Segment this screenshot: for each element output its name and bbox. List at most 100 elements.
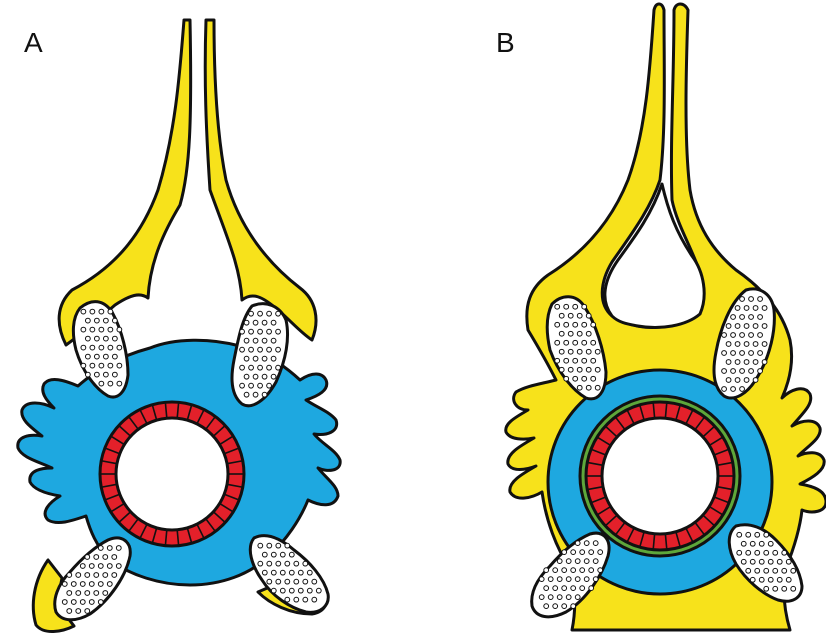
cartilage-dot (749, 351, 754, 356)
cartilage-dot (750, 577, 755, 582)
cartilage-dot (755, 532, 760, 537)
cartilage-dot (244, 320, 249, 325)
cartilage-dot (764, 586, 769, 591)
cartilage-dot (267, 365, 272, 370)
cartilage-dot (62, 600, 67, 605)
panel-a-dorsal-process-right (205, 20, 316, 340)
cartilage-dot (294, 597, 299, 602)
cartilage-dot (253, 374, 258, 379)
cartilage-dot (276, 347, 281, 352)
cartilage-dot (750, 559, 755, 564)
cartilage-dot (117, 327, 122, 332)
cartilage-dot (108, 363, 113, 368)
cartilage-dot (562, 586, 567, 591)
cartilage-dot (557, 577, 562, 582)
cartilage-dot (258, 347, 263, 352)
cartilage-dot (71, 600, 76, 605)
cartilage-dot (571, 550, 576, 555)
cartilage-dot (271, 320, 276, 325)
cartilage-dot (762, 360, 767, 365)
panel-b: B (496, 4, 826, 630)
cartilage-dot (568, 367, 573, 372)
cartilage-dot (262, 552, 267, 557)
cartilage-dot (285, 543, 290, 548)
cartilage-dot (267, 579, 272, 584)
cartilage-dot (555, 358, 560, 363)
cartilage-dot (758, 315, 763, 320)
cartilage-dot (568, 313, 573, 318)
cartilage-dot (108, 345, 113, 350)
cartilage-dot (81, 327, 86, 332)
cartilage-dot (557, 595, 562, 600)
cartilage-dot (262, 338, 267, 343)
cartilage-dot (94, 372, 99, 377)
cartilage-dot (593, 577, 598, 582)
cartilage-dot (753, 378, 758, 383)
cartilage-dot (98, 600, 103, 605)
cartilage-dot (735, 306, 740, 311)
cartilage-dot (89, 564, 94, 569)
cartilage-dot (94, 318, 99, 323)
cartilage-dot (103, 573, 108, 578)
cartilage-dot (589, 586, 594, 591)
cartilage-dot (744, 342, 749, 347)
cartilage-dot (267, 383, 272, 388)
cartilage-dot (746, 550, 751, 555)
cartilage-dot (586, 349, 591, 354)
cartilage-dot (262, 392, 267, 397)
cartilage-dot (749, 315, 754, 320)
cartilage-dot (582, 304, 587, 309)
cartilage-dot (116, 564, 121, 569)
cartilage-dot (591, 358, 596, 363)
cartilage-dot (103, 318, 108, 323)
cartilage-dot (267, 347, 272, 352)
cartilage-dot (726, 360, 731, 365)
panel-a-dorsal-process-left (59, 20, 191, 345)
cartilage-dot (271, 356, 276, 361)
cartilage-dot (758, 369, 763, 374)
cartilage-dot (768, 577, 773, 582)
cartilage-dot (108, 381, 113, 386)
cartilage-dot (564, 376, 569, 381)
cartilage-dot (731, 333, 736, 338)
cartilage-dot (773, 586, 778, 591)
cartilage-dot (316, 588, 321, 593)
cartilage-dot (584, 577, 589, 582)
cartilage-dot (764, 532, 769, 537)
cartilage-dot (577, 385, 582, 390)
cartilage-dot (240, 347, 245, 352)
cartilage-dot (586, 367, 591, 372)
cartilage-dot (544, 568, 549, 573)
cartilage-dot (117, 345, 122, 350)
cartilage-dot (94, 555, 99, 560)
cartilage-dot (562, 604, 567, 609)
cartilage-dot (112, 318, 117, 323)
cartilage-dot (98, 582, 103, 587)
cartilage-dot (575, 541, 580, 546)
cartilage-dot (582, 340, 587, 345)
cartilage-dot (591, 376, 596, 381)
cartilage-dot (553, 568, 558, 573)
cartilage-dot (280, 570, 285, 575)
cartilage-dot (782, 586, 787, 591)
cartilage-dot (791, 568, 796, 573)
cartilage-dot (744, 378, 749, 383)
cartilage-dot (764, 568, 769, 573)
cartilage-dot (539, 595, 544, 600)
cartilage-dot (731, 369, 736, 374)
cartilage-dot (564, 304, 569, 309)
cartilage-dot (573, 304, 578, 309)
cartilage-dot (582, 322, 587, 327)
cartilage-dot (555, 322, 560, 327)
cartilage-dot (755, 550, 760, 555)
cartilage-dot (99, 381, 104, 386)
cartilage-dot (568, 331, 573, 336)
cartilage-dot (575, 559, 580, 564)
cartilage-dot (580, 568, 585, 573)
cartilage-dot (559, 367, 564, 372)
cartilage-dot (94, 336, 99, 341)
cartilage-dot (762, 306, 767, 311)
cartilage-dot (276, 579, 281, 584)
cartilage-dot (81, 309, 86, 314)
